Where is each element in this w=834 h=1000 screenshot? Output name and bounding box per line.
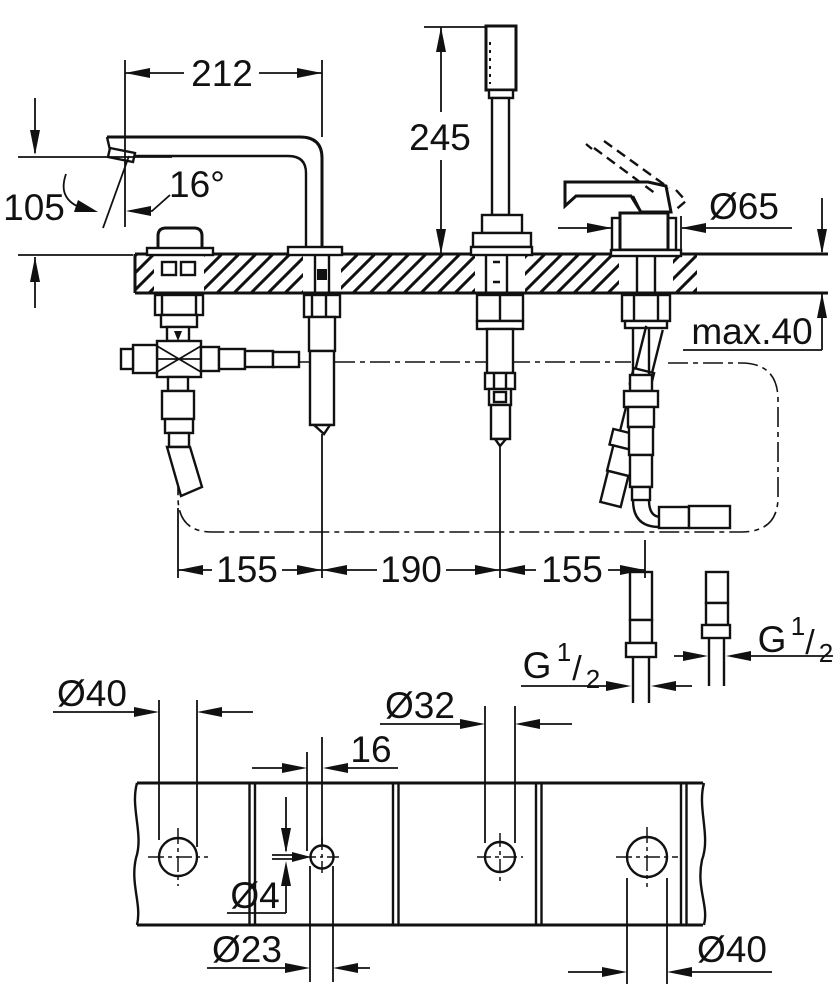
- dimension-32: Ø32: [380, 685, 572, 843]
- thread-label-right: G 1 / 2: [674, 611, 833, 668]
- mixer-shank-and-hoses: [598, 293, 732, 530]
- panel-joints: [248, 783, 688, 925]
- side-elevation-view: 212 105 16° 245 Ø65: [3, 24, 833, 703]
- thread-left-g: G: [523, 645, 552, 686]
- dimension-4: Ø4: [227, 797, 311, 916]
- break-line-right: [699, 782, 707, 926]
- bath-spout: [105, 135, 344, 257]
- deck-panel: [133, 781, 707, 927]
- dimension-65: Ø65: [558, 186, 792, 250]
- supply-hose-left: [624, 570, 658, 703]
- diverter-outlet-braid: [271, 350, 301, 369]
- shower-holder: [480, 213, 524, 235]
- break-line-left: [133, 782, 140, 926]
- diverter-valve-assembly: [119, 293, 301, 498]
- dimension-16-degrees: 16°: [62, 155, 225, 229]
- supply-hose-right: [700, 570, 732, 686]
- dim-16-label: 16: [350, 729, 391, 770]
- hand-shower: [469, 24, 534, 257]
- mounting-deck-section: [133, 252, 828, 295]
- dim-32-label: Ø32: [385, 685, 455, 726]
- single-lever-mixer: [563, 140, 688, 258]
- hand-shower-hose: [490, 96, 511, 217]
- thread-left-numerator: 1: [557, 637, 571, 667]
- thread-right-g: G: [758, 619, 787, 660]
- dim-212-label: 212: [191, 53, 253, 94]
- angle-16-label: 16°: [169, 164, 225, 205]
- mixer-lever-raised-position: [585, 140, 688, 213]
- mixer-lever: [563, 180, 673, 214]
- diverter-knob: [145, 226, 215, 257]
- thread-right-slash: /: [805, 624, 815, 662]
- dim-max40-label: max.40: [691, 311, 812, 352]
- thread-left-denominator: 2: [586, 664, 600, 694]
- thread-left-slash: /: [572, 650, 582, 688]
- shower-shank: [475, 293, 525, 448]
- plan-view: Ø40 Ø32 16 Ø4 Ø23: [53, 673, 772, 984]
- dim-155-left-label: 155: [216, 549, 278, 590]
- dim-155-right-label: 155: [541, 549, 603, 590]
- spout-shank: [302, 293, 342, 436]
- diverter-hose-braid: [165, 445, 204, 498]
- drill-holes: [148, 827, 678, 887]
- dimension-212: 212: [124, 53, 323, 227]
- spout-aerator: [106, 146, 137, 164]
- dimension-245: 245: [409, 26, 486, 254]
- dimension-max40: max.40: [683, 198, 827, 352]
- thread-label-left: G 1 / 2: [521, 637, 692, 694]
- dimension-16: 16: [252, 729, 398, 851]
- dim-190-label: 190: [380, 549, 442, 590]
- spout-flange: [286, 245, 344, 257]
- dim-65-label: Ø65: [709, 186, 779, 227]
- dim-23-label: Ø23: [212, 929, 282, 970]
- dim-105-label: 105: [3, 187, 65, 228]
- hose-routing-centerlines: [177, 361, 779, 533]
- thread-right-numerator: 1: [791, 611, 805, 641]
- dimension-155-190-155: 155 190 155: [177, 434, 646, 590]
- dimension-40-right: Ø40: [568, 878, 772, 984]
- dimension-105: 105: [3, 98, 172, 308]
- dim-40-right-label: Ø40: [697, 929, 767, 970]
- thread-right-denominator: 2: [819, 638, 833, 668]
- dim-245-label: 245: [409, 117, 471, 158]
- dimension-23: Ø23: [207, 866, 370, 982]
- dim-4-label: Ø4: [230, 875, 279, 916]
- dim-40-left-label: Ø40: [57, 673, 127, 714]
- dimension-40-left: Ø40: [53, 673, 253, 847]
